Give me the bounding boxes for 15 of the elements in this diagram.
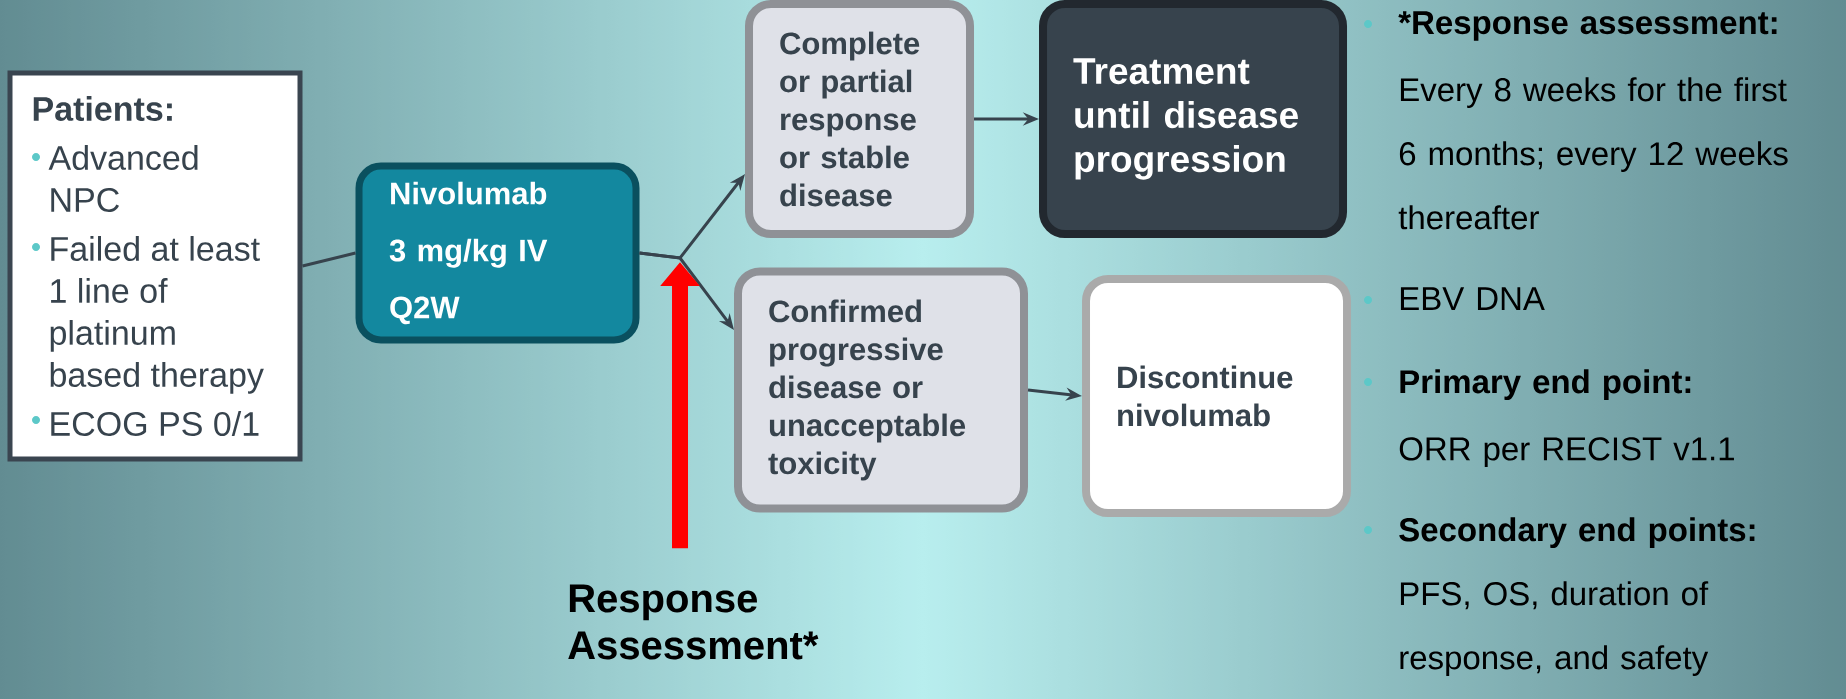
note-text: ORR per RECIST v1.1	[1399, 437, 1734, 468]
outcome-box: Confirmed progressive disease or unacceptable toxicity	[734, 267, 1028, 513]
outcome-box: Complete or partial response or stable disease	[745, 0, 974, 238]
criteria-box: Patients: Advanced NPC Failed at least 1 line of platinum based therapy ECOG PS 0/1	[7, 70, 303, 462]
note-text: Every 8 weeks for the first 6 months; every 12 weeks thereafter	[1398, 77, 1788, 230]
note-text: Secondary end points:	[1399, 517, 1755, 548]
action-box: Discontinue nivolumab	[1082, 275, 1351, 517]
treatment-box: Nivolumab 3 mg/kg IV Q2W	[355, 162, 640, 344]
connector-line	[302, 251, 356, 268]
outcome-box: Treatment until disease progression	[1039, 0, 1347, 238]
note-text: *Response assessment:	[1398, 11, 1777, 41]
annotation-text: Response Assessment*	[568, 584, 819, 660]
note-text: PFS, OS, duration of response, and safety	[1400, 581, 1709, 676]
note-text: Primary end point:	[1400, 369, 1691, 400]
note-text: EBV DNA	[1400, 287, 1545, 310]
